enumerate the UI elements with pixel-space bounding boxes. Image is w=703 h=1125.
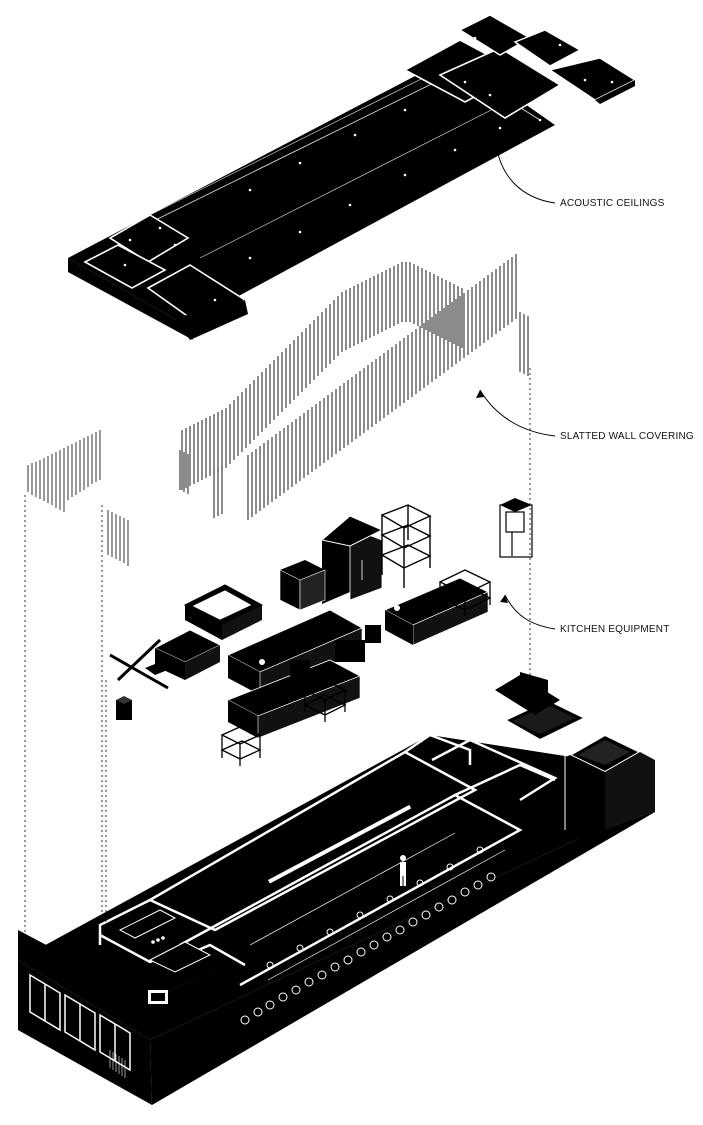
kitchen-equipment-layer: [109, 498, 533, 766]
interior-walls: [98, 733, 558, 967]
trash-bin: [116, 700, 132, 720]
acoustic-ceiling-layer: [68, 14, 637, 340]
leader-slats: [479, 389, 556, 437]
slat-panel-corner: [179, 450, 223, 518]
slatted-wall-layer: [27, 254, 529, 566]
slat-panel-lower: [247, 254, 529, 520]
bar-stool-row: [240, 846, 496, 1025]
building-shell-layer: [18, 672, 655, 1105]
leader-kitchen: [504, 594, 556, 630]
callout-leaders: [479, 142, 556, 630]
ceiling-edge: [68, 258, 193, 340]
walk-in-cooler-side: [349, 527, 383, 601]
utility-cart: [220, 569, 492, 766]
ceiling-tile-left-b: [83, 244, 167, 289]
leader-ceilings: [495, 142, 556, 204]
ceiling-main-panel: [68, 55, 555, 325]
ceiling-tile-right-d: [513, 29, 582, 67]
callout-acoustic-ceilings: ACOUSTIC CEILINGS: [560, 198, 665, 209]
roof-slab: [147, 750, 478, 932]
walk-in-cooler-front: [322, 528, 350, 604]
callout-kitchen-equipment: KITCHEN EQUIPMENT: [560, 624, 670, 635]
leader-arrowheads: [476, 143, 508, 603]
shell-floor: [18, 735, 655, 1000]
slat-panel-far-left: [27, 430, 129, 566]
shelf-cross-b: [116, 638, 162, 682]
slat-panel-upper: [181, 262, 463, 490]
callout-slatted-wall-covering: SLATTED WALL COVERING: [560, 431, 694, 442]
shelf-cross-a: [109, 653, 169, 690]
reach-in-fridge: [280, 560, 325, 580]
alignment-guides: [24, 368, 531, 965]
wire-shelving-rack: [380, 504, 432, 588]
ceiling-tile-right-e: [548, 57, 637, 101]
dish-machine: [499, 504, 533, 558]
human-figure: [400, 855, 406, 886]
ceiling-tile-right-b: [438, 47, 562, 119]
facade-windows: [29, 973, 131, 1072]
